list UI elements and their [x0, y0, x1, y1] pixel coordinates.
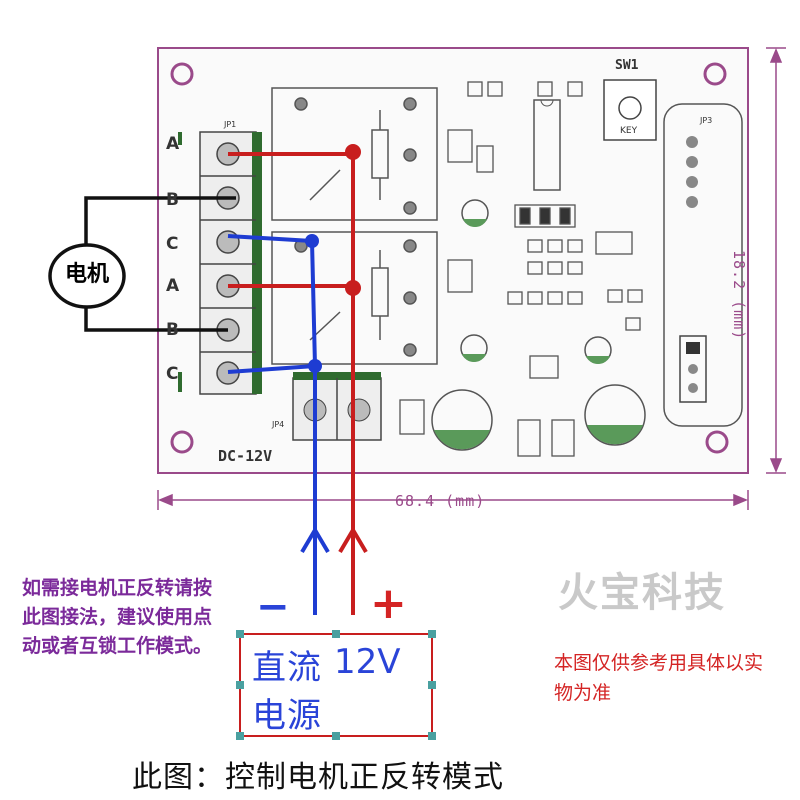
jp1-label: JP1: [224, 120, 237, 129]
led-1: [461, 199, 489, 227]
negative-arrow: [300, 526, 330, 554]
capacitor-c1: [431, 389, 493, 451]
motor-wires: [84, 196, 236, 332]
power-supply-box: [236, 630, 436, 740]
motor-symbol: [48, 243, 126, 309]
terminal-letter-c2: C: [166, 364, 179, 384]
positive-arrow: [338, 526, 368, 554]
smd-components: [399, 81, 643, 457]
width-dimension-label: 68.4 (mm): [395, 492, 486, 510]
terminal-block-jp1: [199, 131, 262, 395]
terminal-letter-b1: B: [166, 190, 179, 210]
board-model-label: DC-12V: [218, 447, 273, 465]
terminal-letter-a2: A: [166, 276, 180, 296]
terminal-block-jp4: [292, 372, 382, 441]
negative-sign: −: [256, 584, 290, 630]
positive-wires: [228, 150, 355, 615]
positive-junctions: [345, 144, 361, 296]
motor-label: 电机: [64, 262, 109, 287]
led-2: [460, 334, 488, 362]
positive-sign: +: [370, 578, 407, 629]
led-3: [584, 336, 612, 365]
terminal-letter-b2: B: [166, 320, 179, 340]
terminal-letter-c1: C: [166, 234, 179, 254]
instruction-text: 如需接电机正反转请按此图接法，建议使用点动或者互锁工作模式。: [22, 577, 213, 657]
brand-watermark: 火宝科技: [558, 569, 726, 616]
sw1-key: [603, 79, 657, 141]
power-voltage: 12V: [334, 642, 401, 682]
disclaimer-text: 本图仅供参考用具体以实物为准: [554, 652, 764, 704]
key-label: KEY: [620, 126, 638, 136]
ic-chip: [533, 99, 561, 191]
jp3-label: JP3: [700, 116, 713, 125]
capacitor-c2: [584, 384, 646, 446]
power-label-line2: 电源: [252, 696, 322, 736]
width-dimension-line: [157, 490, 749, 510]
header-jp3: [663, 103, 743, 427]
mount-hole-tl: [170, 62, 194, 86]
mount-hole-bl: [170, 430, 194, 454]
negative-junctions: [305, 234, 322, 373]
mount-hole-br: [705, 430, 729, 454]
mount-hole-tr: [703, 62, 727, 86]
terminal-letter-a1: A: [166, 134, 180, 154]
height-dimension-label: 18.2 (mm): [730, 250, 748, 341]
height-dimension-line: [766, 47, 786, 474]
power-label-line1: 直流: [252, 648, 322, 688]
caption: 此图：控制电机正反转模式: [132, 760, 504, 795]
jp4-label: JP4: [272, 420, 285, 429]
switch-label: SW1: [615, 58, 639, 73]
